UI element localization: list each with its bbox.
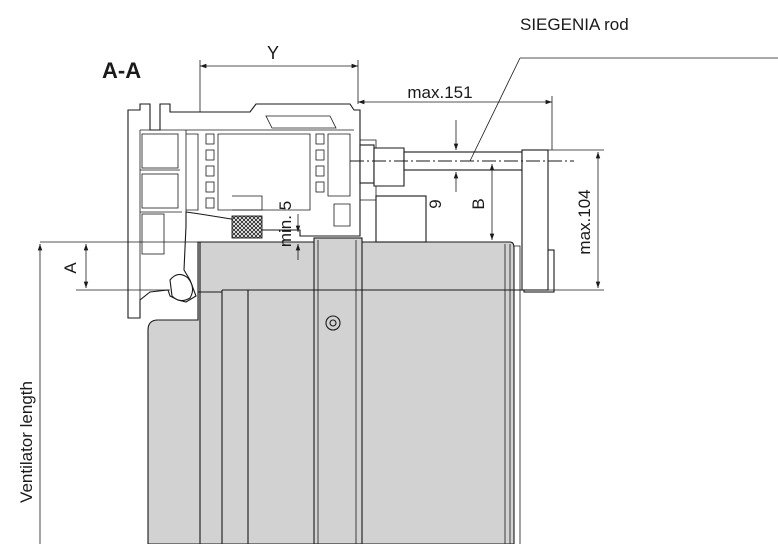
ventilator-length-label: Ventilator length xyxy=(17,381,36,503)
dimension-9-label: 9 xyxy=(426,199,445,208)
section-label: A-A xyxy=(102,58,141,83)
dimension-y-label: Y xyxy=(267,43,279,63)
seal-hatch xyxy=(231,215,263,239)
rod-label: SIEGENIA rod xyxy=(520,15,629,34)
window-profile xyxy=(127,103,427,319)
rod-holder xyxy=(359,144,375,184)
ventilator-center-plate xyxy=(313,237,363,545)
ventilator-housing xyxy=(147,237,555,545)
siegenia-rod xyxy=(350,57,778,291)
dimension-max-151-label: max.151 xyxy=(407,83,472,102)
dimension-lines xyxy=(37,60,604,544)
dimension-a-label: A xyxy=(61,262,80,274)
gasket xyxy=(169,273,194,302)
dimension-min-5-label: min. 5 xyxy=(276,201,295,247)
dimension-b-label: B xyxy=(469,198,488,209)
mounting-block xyxy=(375,195,427,243)
dimension-max-104-label: max.104 xyxy=(575,189,594,254)
screw-icon xyxy=(325,315,341,331)
